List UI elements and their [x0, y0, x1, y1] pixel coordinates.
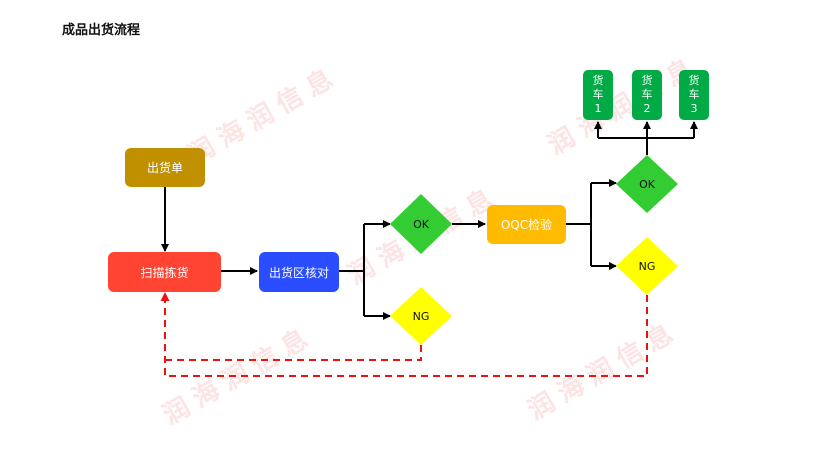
ok2-diamond [616, 155, 678, 213]
truck-2-line2: 车 [641, 88, 653, 101]
truck-1-node: 货 车 1 [583, 70, 613, 120]
ng2-label: NG [638, 259, 656, 273]
ng1-label: NG [412, 309, 430, 323]
oqc-node: OQC检验 [487, 205, 566, 244]
ng1-diamond [390, 287, 452, 345]
truck-3-line3: 3 [690, 102, 698, 115]
dashed-return-ng2 [160, 292, 648, 377]
ok2-label: OK [639, 177, 655, 191]
area-check-node: 出货区核对 [259, 252, 339, 292]
truck-2-node: 货 车 2 [632, 70, 662, 120]
truck-1-line3: 1 [594, 102, 602, 115]
scan-pick-node: 扫描拣货 [108, 252, 221, 292]
truck-1-line1: 货 [592, 74, 604, 87]
ok1-label: OK [413, 217, 429, 231]
ng2-diamond [616, 237, 678, 295]
truck-2-line1: 货 [641, 74, 653, 87]
ok1-diamond [390, 194, 452, 254]
page-title: 成品出货流程 [62, 23, 141, 38]
truck-3-line1: 货 [688, 74, 700, 87]
truck-3-line2: 车 [688, 88, 700, 101]
dashed-return-ng1 [165, 345, 422, 361]
truck-1-line2: 车 [592, 88, 604, 101]
truck-2-line3: 2 [643, 102, 651, 115]
truck-3-node: 货 车 3 [679, 70, 709, 120]
shipping-order-node: 出货单 [125, 148, 205, 187]
